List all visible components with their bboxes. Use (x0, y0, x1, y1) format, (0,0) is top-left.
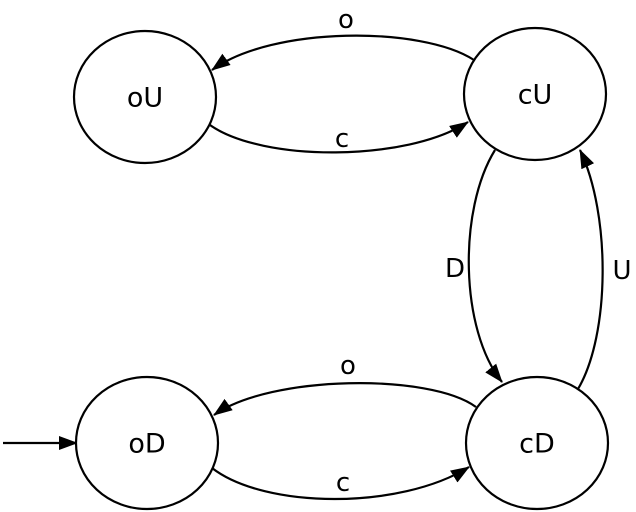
state-circle-oD (74, 375, 220, 511)
transition-label-cU-oU: o (338, 5, 354, 35)
transition-oD-cD: c (211, 466, 470, 500)
state-label-cD: cD (519, 428, 555, 459)
transition-oU-cU: c (209, 121, 469, 154)
transition-label-oU-cU: c (335, 124, 349, 154)
transition-path-oU-cU (209, 121, 469, 154)
transition-label-cD-oD: o (340, 351, 356, 381)
transition-cD-cU: U (577, 149, 632, 390)
state-circle-cD (464, 375, 610, 511)
transition-cD-oD: o (213, 351, 477, 416)
transition-path-cD-cU (577, 149, 604, 390)
transition-cU-oU: o (211, 5, 475, 71)
transition-label-cD-cU: U (612, 256, 631, 286)
state-circle-cU (462, 26, 608, 162)
state-node-cU: cU (462, 26, 608, 162)
transition-cU-cD: D (445, 149, 503, 383)
state-node-cD: cD (464, 375, 610, 511)
transition-path-cU-oU (211, 34, 475, 71)
state-node-oU: oU (72, 29, 218, 165)
state-circle-oU (72, 29, 218, 165)
state-label-oD: oD (128, 428, 165, 459)
state-node-oD: oD (74, 375, 220, 511)
transition-path-cU-cD (467, 149, 503, 383)
transition-label-cU-cD: D (445, 254, 465, 284)
state-label-oU: oU (127, 82, 163, 113)
transition-label-oD-cD: c (336, 468, 350, 498)
transition-path-cD-oD (213, 382, 477, 416)
transition-path-oD-cD (211, 466, 470, 500)
state-label-cU: cU (518, 79, 553, 110)
